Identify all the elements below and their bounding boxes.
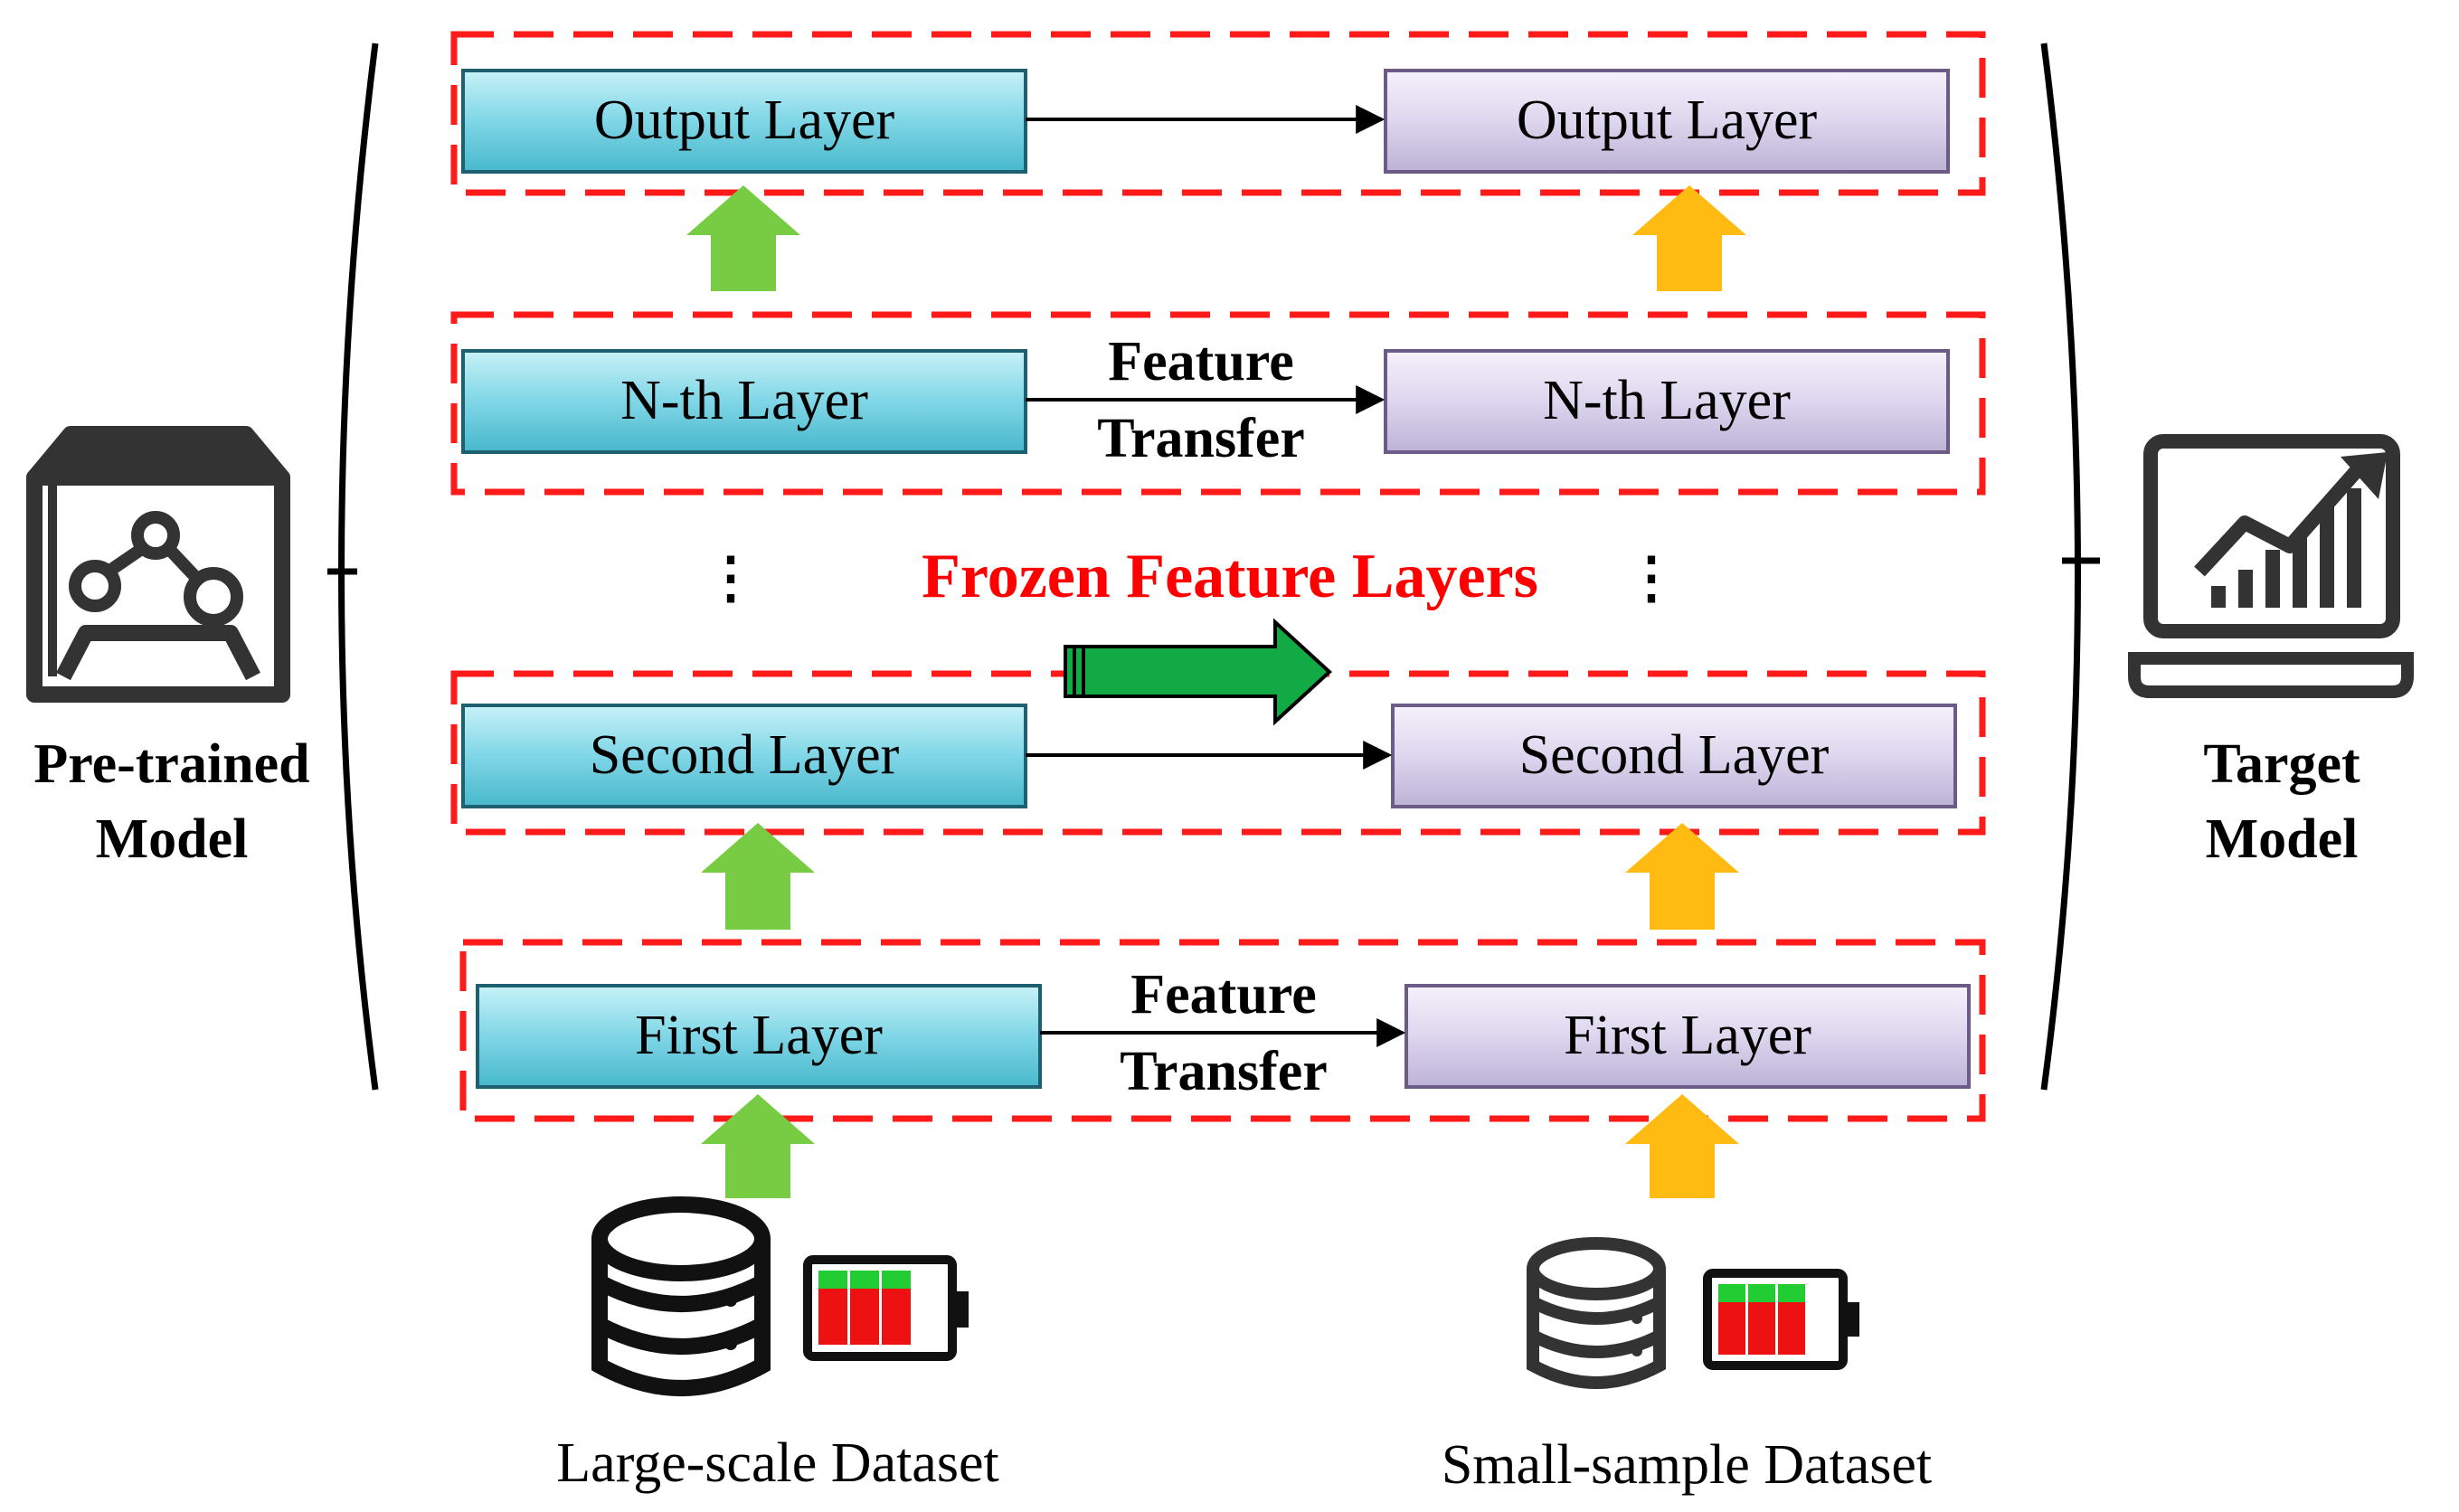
ellipsis-right: ⋮ — [1623, 548, 1679, 610]
ellipsis-left: ⋮ — [703, 548, 759, 610]
source-layer-output: Output Layer — [461, 69, 1027, 174]
orange-up-arrow-first — [1625, 1094, 1739, 1198]
large-dataset-label: Large-scale Dataset — [556, 1432, 998, 1494]
target-label-line1: Target — [2203, 733, 2360, 795]
target-layer-second-label: Second Layer — [1519, 724, 1830, 786]
frozen-feature-layers-label: Frozen Feature Layers — [922, 542, 1538, 611]
source-layer-output-label: Output Layer — [594, 90, 895, 151]
green-up-arrow-first — [701, 1094, 815, 1198]
target-layer-second: Second Layer — [1391, 704, 1957, 808]
battery-icon-small — [1703, 1269, 1859, 1370]
left-bracket — [338, 43, 379, 1091]
pretrained-label-line1: Pre-trained — [33, 733, 309, 795]
feature-transfer-nth-line2: Transfer — [1097, 408, 1305, 469]
frozen-transfer-arrow — [1064, 618, 1332, 726]
target-up-arrows — [1625, 185, 1746, 1198]
target-layer-output-label: Output Layer — [1517, 90, 1818, 151]
model-box-icon — [26, 426, 290, 703]
database-icon-large — [591, 1196, 771, 1396]
green-up-arrow-output — [686, 185, 800, 291]
dashed-box-second — [450, 670, 1986, 836]
target-label-line2: Model — [2206, 808, 2359, 870]
feature-transfer-first-line2: Transfer — [1120, 1041, 1328, 1102]
target-layer-first: First Layer — [1404, 984, 1971, 1089]
pretrained-label-line2: Model — [96, 808, 249, 870]
database-icon-small — [1527, 1237, 1666, 1389]
dashed-box-nth — [450, 311, 1986, 496]
target-layer-first-label: First Layer — [1564, 1005, 1811, 1066]
green-up-arrow-second — [701, 823, 815, 930]
source-layer-first-label: First Layer — [635, 1005, 883, 1066]
orange-up-arrow-output — [1632, 185, 1746, 291]
target-layer-nth-label: N-th Layer — [1543, 370, 1791, 431]
dashed-box-output — [450, 31, 1986, 196]
feature-transfer-nth-line1: Feature — [1108, 331, 1293, 392]
small-dataset-label: Small-sample Dataset — [1442, 1434, 1932, 1496]
target-layer-nth: N-th Layer — [1384, 349, 1950, 454]
laptop-chart-icon — [2128, 434, 2414, 698]
right-bracket — [2040, 43, 2081, 1091]
feature-transfer-first-line1: Feature — [1130, 964, 1316, 1025]
source-layer-second: Second Layer — [461, 704, 1027, 808]
battery-icon-large — [803, 1255, 969, 1361]
source-up-arrows — [686, 185, 815, 1198]
source-layer-nth-label: N-th Layer — [620, 370, 868, 431]
source-layer-second-label: Second Layer — [590, 724, 900, 786]
orange-up-arrow-second — [1625, 823, 1739, 930]
source-layer-first: First Layer — [476, 984, 1042, 1089]
dashed-box-first — [459, 939, 1986, 1122]
source-layer-nth: N-th Layer — [461, 349, 1027, 454]
target-layer-output: Output Layer — [1384, 69, 1950, 174]
